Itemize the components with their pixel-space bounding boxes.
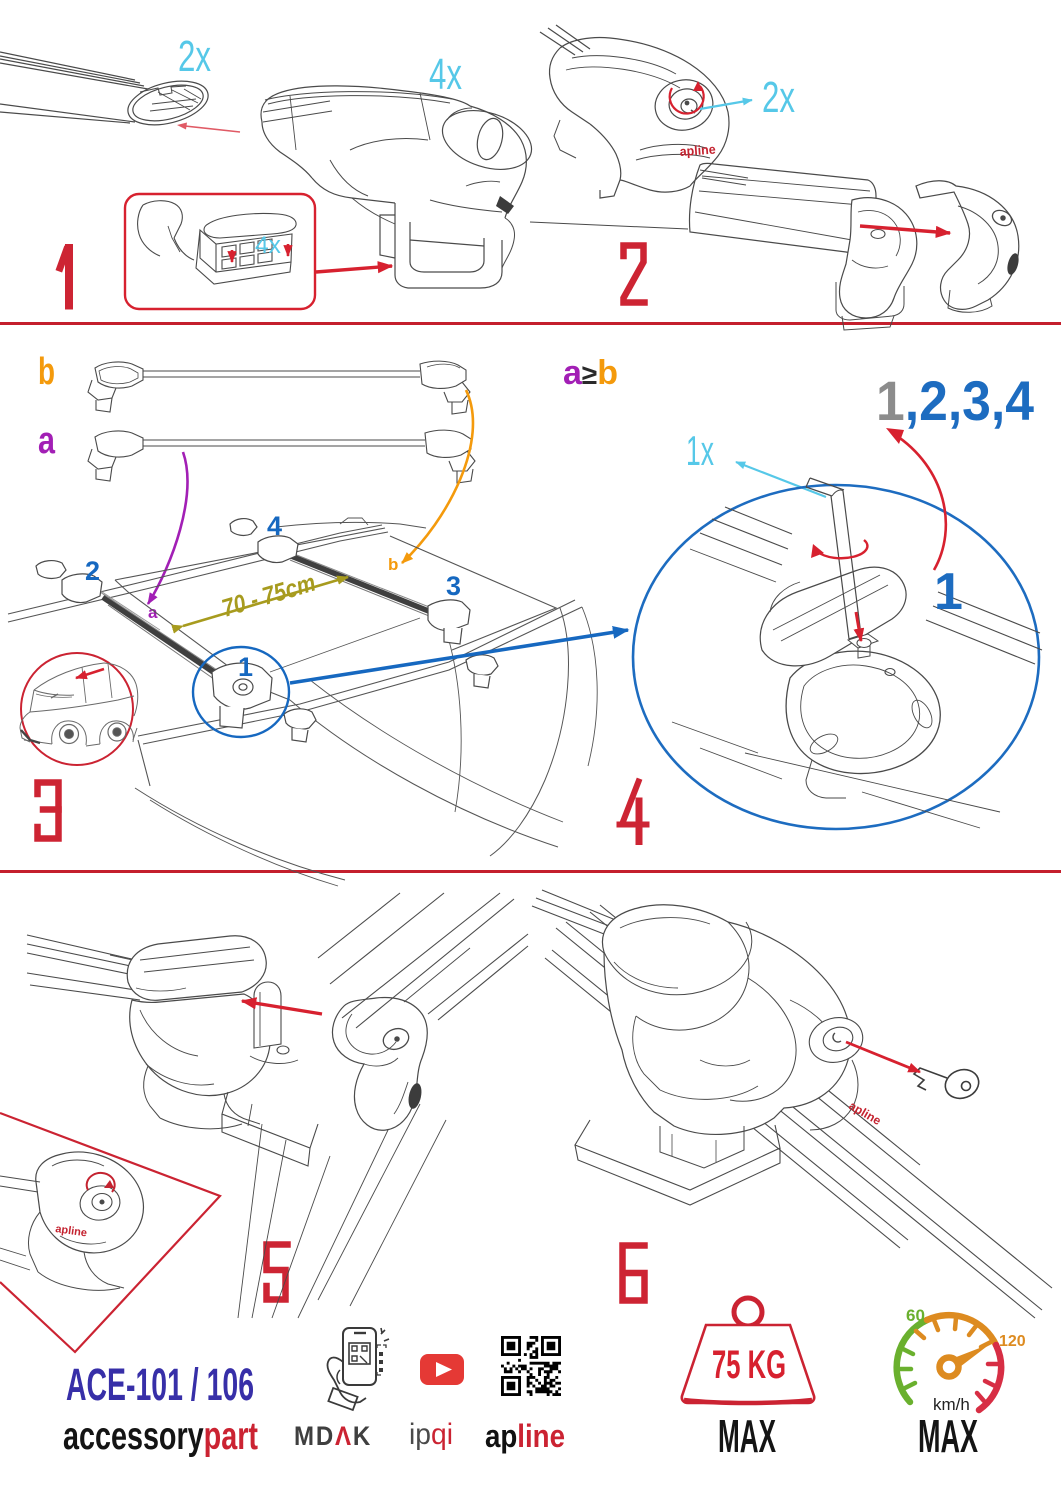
svg-text:4x: 4x	[429, 50, 462, 99]
svg-text:apline: apline	[847, 1098, 884, 1128]
svg-text:2x: 2x	[178, 32, 211, 81]
svg-text:apline: apline	[485, 1418, 565, 1454]
svg-text:a: a	[38, 420, 56, 462]
svg-text:a≥b: a≥b	[563, 354, 618, 392]
svg-text:3: 3	[446, 571, 461, 601]
svg-text:km/h: km/h	[933, 1395, 970, 1414]
svg-text:apline: apline	[55, 1223, 88, 1239]
svg-text:75 KG: 75 KG	[712, 1343, 786, 1387]
svg-text:1: 1	[934, 563, 963, 621]
svg-text:ACE-101 / 106: ACE-101 / 106	[66, 1359, 254, 1410]
svg-text:4x: 4x	[255, 232, 281, 259]
svg-text:60: 60	[906, 1306, 925, 1325]
svg-text:a: a	[148, 603, 158, 622]
svg-text:apline: apline	[679, 142, 716, 159]
svg-text:MDΛK: MDΛK	[294, 1421, 372, 1451]
svg-text:MAX: MAX	[918, 1410, 978, 1462]
svg-text:4: 4	[267, 511, 282, 541]
svg-text:1x: 1x	[686, 427, 714, 474]
svg-text:ipqi: ipqi	[409, 1418, 453, 1451]
svg-text:1: 1	[238, 652, 253, 682]
svg-text:b: b	[388, 555, 398, 574]
svg-text:70 - 75cm: 70 - 75cm	[219, 569, 319, 623]
svg-text:1,2,3,4: 1,2,3,4	[876, 369, 1034, 432]
svg-text:2x: 2x	[762, 73, 795, 122]
svg-text:MAX: MAX	[718, 1410, 776, 1462]
svg-text:2: 2	[85, 556, 100, 586]
svg-text:accessorypart: accessorypart	[63, 1415, 258, 1458]
svg-text:b: b	[38, 351, 55, 393]
svg-text:120: 120	[999, 1333, 1026, 1350]
